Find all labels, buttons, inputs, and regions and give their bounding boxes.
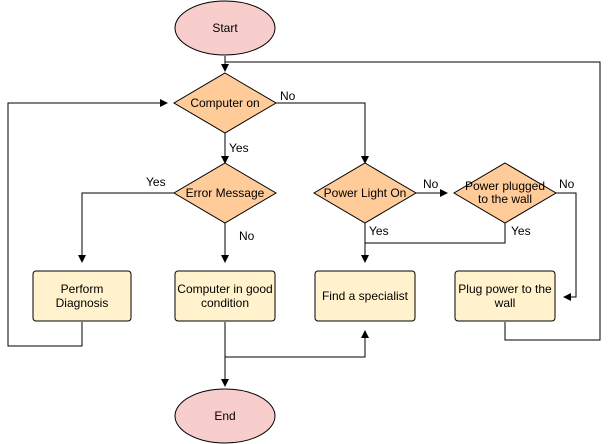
- plug-power-label-line1: Plug power to the: [458, 282, 552, 296]
- edge-computer-on-no: [276, 102, 369, 164]
- computer-on-yes-label: Yes: [229, 141, 249, 155]
- edge-good-to-specialist: [225, 330, 369, 358]
- power-plugged-label-line2: to the wall: [478, 192, 532, 206]
- power-plugged-yes-label: Yes: [511, 224, 531, 238]
- start-label: Start: [212, 21, 238, 35]
- plug-power-process: Plug power to the wall: [454, 270, 556, 322]
- edge-labels: No Yes Yes No No Yes No Yes: [146, 89, 575, 243]
- end-label: End: [214, 409, 235, 423]
- perform-diagnosis-process: Perform Diagnosis: [32, 270, 132, 322]
- good-condition-process: Computer in good condition: [174, 270, 276, 322]
- power-plugged-decision: Power plugged to the wall: [453, 162, 557, 224]
- edge-power-plugged-no: [556, 192, 577, 301]
- edge-diagnosis-loop: [7, 99, 168, 347]
- error-no-label: No: [239, 229, 255, 243]
- edge-plug-loop: [225, 61, 601, 341]
- power-plugged-label-line1: Power plugged: [465, 179, 545, 193]
- start-node: Start: [174, 0, 276, 56]
- power-light-on-decision: Power Light On: [313, 162, 417, 224]
- power-light-yes-label: Yes: [369, 224, 389, 238]
- error-yes-label: Yes: [146, 175, 166, 189]
- power-light-no-label: No: [423, 177, 439, 191]
- good-condition-label-line1: Computer in good: [177, 282, 272, 296]
- error-message-decision: Error Message: [173, 162, 277, 224]
- good-condition-label-line2: condition: [201, 296, 249, 310]
- edge-error-yes: [78, 192, 175, 263]
- end-node: End: [174, 388, 276, 444]
- plug-power-label-line2: wall: [494, 296, 516, 310]
- edges: [7, 56, 601, 387]
- computer-on-no-label: No: [280, 89, 296, 103]
- computer-on-label: Computer on: [190, 96, 259, 110]
- power-light-on-label: Power Light On: [324, 186, 407, 200]
- power-plugged-no-label: No: [559, 177, 575, 191]
- perform-diagnosis-label-line1: Perform: [61, 282, 104, 296]
- error-message-label: Error Message: [186, 186, 265, 200]
- find-specialist-process: Find a specialist: [314, 270, 416, 322]
- computer-on-decision: Computer on: [173, 72, 277, 134]
- find-specialist-label: Find a specialist: [322, 289, 409, 303]
- perform-diagnosis-label-line2: Diagnosis: [56, 296, 109, 310]
- edge-power-plugged-yes: [365, 223, 506, 244]
